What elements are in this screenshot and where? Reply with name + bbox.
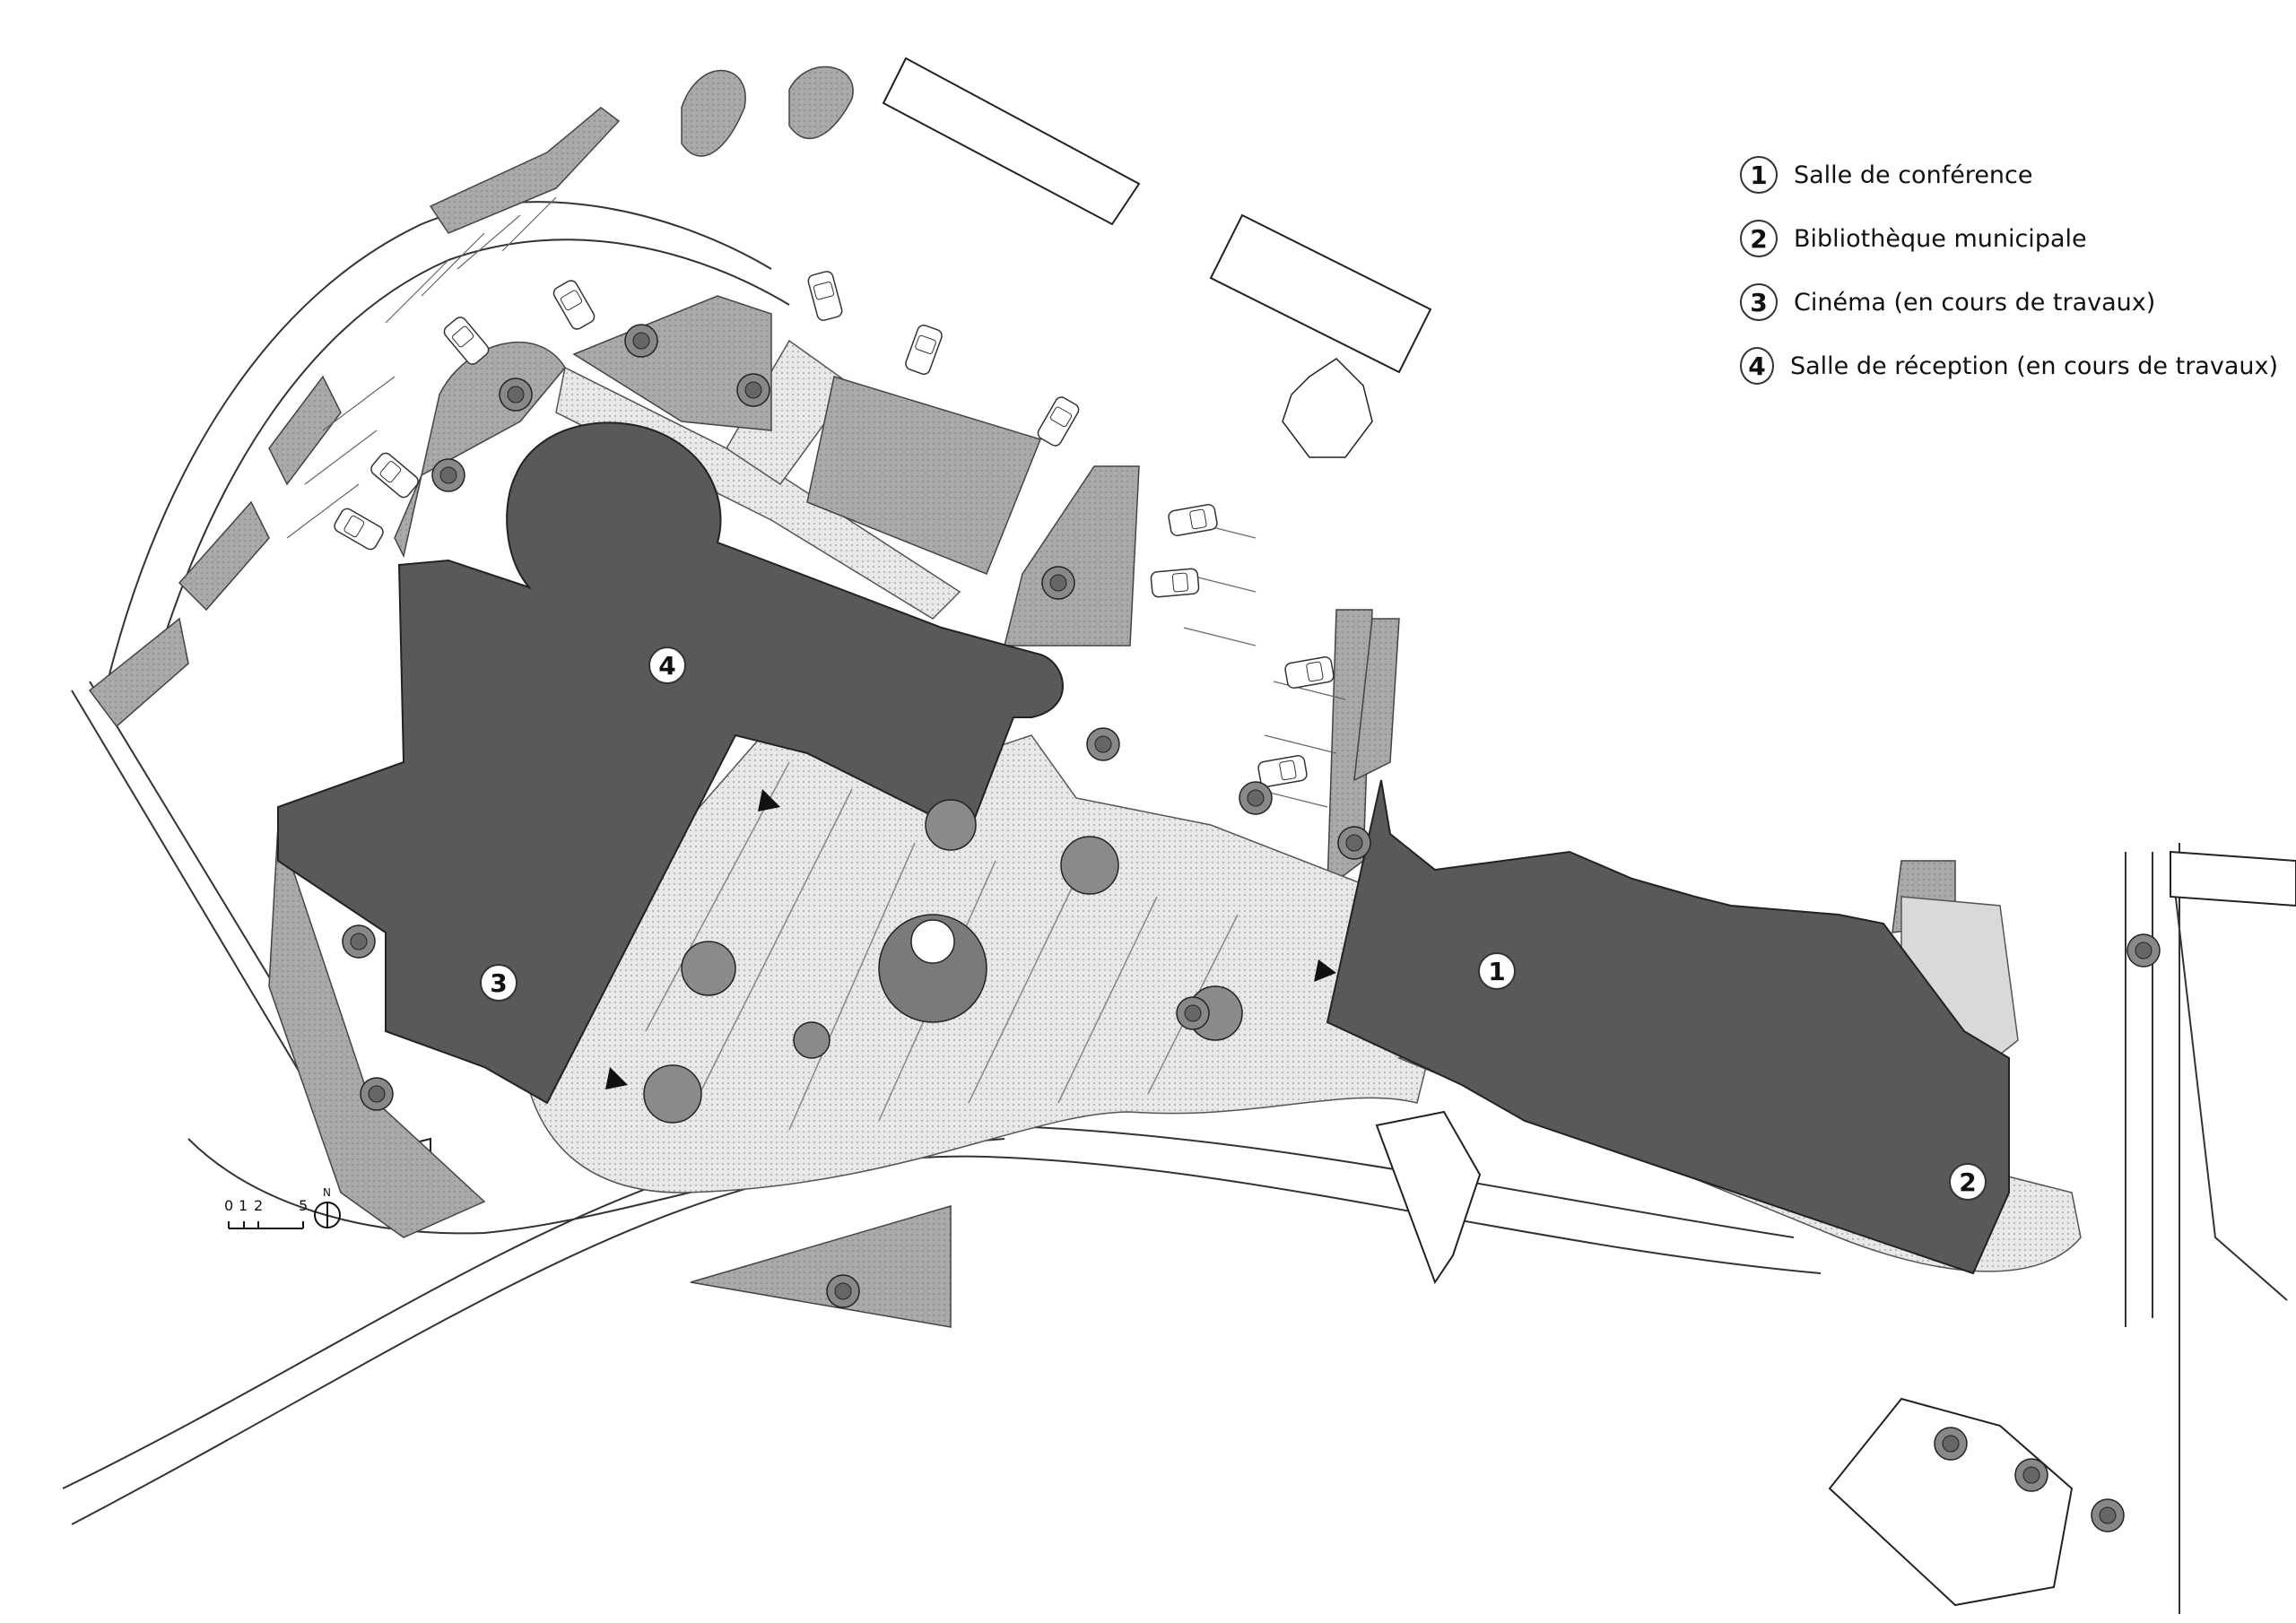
building-4-3 — [277, 421, 1064, 1105]
legend-label: Cinéma (en cours de travaux) — [1794, 288, 2156, 317]
legend-label: Bibliothèque municipale — [1794, 224, 2087, 253]
entrance-marker — [1314, 959, 1336, 982]
building-marker-2: 2 — [1949, 1163, 1987, 1201]
parking — [286, 196, 1346, 808]
building-marker-3: 3 — [480, 964, 517, 1002]
scale-tick-label: 5 — [299, 1197, 309, 1214]
north-label: N — [323, 1186, 331, 1199]
legend-number: 1 — [1740, 156, 1778, 194]
legend-item: 1 Salle de conférence — [1740, 154, 2278, 195]
legend-number: 4 — [1740, 347, 1774, 385]
scale-tick-label: 0 — [224, 1197, 234, 1214]
buildings — [277, 421, 2010, 1275]
plaza-features — [643, 358, 1373, 1124]
legend-item: 2 Bibliothèque municipale — [1740, 218, 2278, 259]
legend-label: Salle de réception (en cours de travaux) — [1789, 352, 2278, 380]
scale-tick-label: 2 — [254, 1197, 264, 1214]
building-marker-1: 1 — [1478, 952, 1516, 990]
legend-number: 3 — [1740, 283, 1778, 321]
legend-item: 3 Cinéma (en cours de travaux) — [1740, 282, 2278, 323]
legend-item: 4 Salle de réception (en cours de travau… — [1740, 345, 2278, 386]
building-marker-4: 4 — [648, 647, 686, 684]
entrance-markers — [605, 789, 1336, 1089]
scale-bar — [228, 1202, 341, 1229]
legend-label: Salle de conférence — [1794, 161, 2033, 189]
legend: 1 Salle de conférence 2 Bibliothèque mun… — [1740, 154, 2278, 409]
legend-number: 2 — [1740, 220, 1778, 257]
entrance-marker — [605, 1067, 628, 1089]
entrance-marker — [758, 789, 780, 812]
scale-tick-label: 1 — [239, 1197, 248, 1214]
green-plots — [394, 295, 1400, 782]
building-1-2 — [1326, 779, 2010, 1275]
